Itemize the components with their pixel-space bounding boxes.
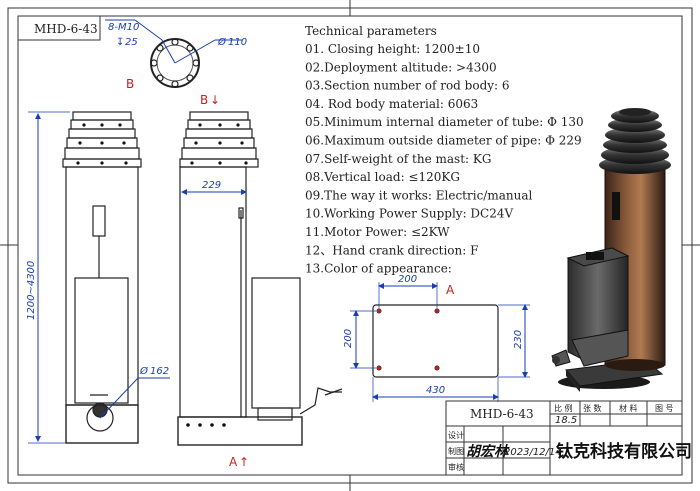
dia162-leader <box>99 377 139 419</box>
view-a-arrow-label: A <box>229 455 238 469</box>
titleblock-date: 2023/12/14 <box>504 447 562 458</box>
parameter-line: 08.Vertical load: ≤120KG <box>305 170 460 184</box>
plate-width-top: 200 <box>398 274 417 285</box>
dia162: 162 <box>150 366 169 377</box>
code-header-box <box>17 15 101 41</box>
code-header: MHD-6-43 <box>34 22 98 36</box>
plate-height-left: 200 <box>343 329 354 348</box>
diameter-symbol: Ø <box>139 365 149 377</box>
titleblock-signature: 胡宏林 <box>466 443 510 460</box>
titleblock-design: 设计 <box>448 430 464 440</box>
titleblock-review: 审核 <box>448 462 464 472</box>
titleblock-model: MHD-6-43 <box>470 407 534 421</box>
titleblock-draft: 制图 <box>448 446 464 456</box>
view-a-arrow: ↑ <box>239 455 249 469</box>
top-view-b <box>105 19 242 88</box>
parameter-line: 11.Motor Power: ≤2KW <box>305 225 450 239</box>
depth-symbol: ↧ <box>116 37 124 48</box>
titleblock-material-header: 材 料 <box>619 403 638 413</box>
technical-parameters: Technical parameters 01. Closing height: … <box>305 24 584 276</box>
parameter-line: 13.Color of appearance: <box>305 262 452 276</box>
titleblock-sheet-header: 图 号 <box>655 404 674 413</box>
diameter-symbol: Ø <box>217 36 227 48</box>
view-b-arrow: ↓ <box>210 93 220 107</box>
bolt-holes <box>150 38 200 88</box>
side-ring-bolts <box>186 123 248 427</box>
depth-label: 25 <box>125 37 138 48</box>
view-a-label: A <box>446 283 455 297</box>
view-b-arrow-label: B <box>200 93 208 107</box>
plate-width-bottom: 430 <box>426 385 445 396</box>
parameter-line: 10.Working Power Supply: DC24V <box>305 207 513 221</box>
front-ring-bolts <box>76 123 128 165</box>
base-plate-view <box>350 282 530 402</box>
view-b-label: B <box>126 77 134 91</box>
plate-height-right: 230 <box>513 330 524 349</box>
parameter-line: 05.Minimum internal diameter of tube: Φ … <box>305 115 584 129</box>
parameter-line: 03.Section number of rod body: 6 <box>305 79 510 93</box>
circle-diameter: 110 <box>228 37 247 48</box>
parameter-line: 02.Deployment altitude: >4300 <box>305 60 497 74</box>
titleblock-scale-value: 18.5 <box>555 415 577 426</box>
parameter-line: 06.Maximum outside diameter of pipe: Φ 2… <box>305 134 582 148</box>
mast-3d-render <box>551 108 671 392</box>
titleblock-company: 钛克科技有限公司 <box>556 441 692 462</box>
side-elevation <box>177 111 343 446</box>
front-elevation <box>62 111 142 444</box>
parameter-line: 12、Hand crank direction: F <box>305 243 478 257</box>
parameter-line: 07.Self-weight of the mast: KG <box>305 152 491 166</box>
titleblock-qty-header: 张 数 <box>583 403 602 413</box>
height-dim: 1200~4300 <box>26 261 37 320</box>
parameters-title: Technical parameters <box>305 24 437 38</box>
title-block <box>445 400 683 476</box>
bolt-label: 8-M10 <box>108 22 139 33</box>
parameter-line: 01. Closing height: 1200±10 <box>305 42 480 56</box>
titleblock-scale-header: 比 例 <box>554 403 573 413</box>
parameter-line: 09.The way it works: Electric/manual <box>305 188 532 202</box>
parameter-line: 04. Rod body material: 6063 <box>305 97 478 111</box>
dim229: 229 <box>202 180 221 191</box>
